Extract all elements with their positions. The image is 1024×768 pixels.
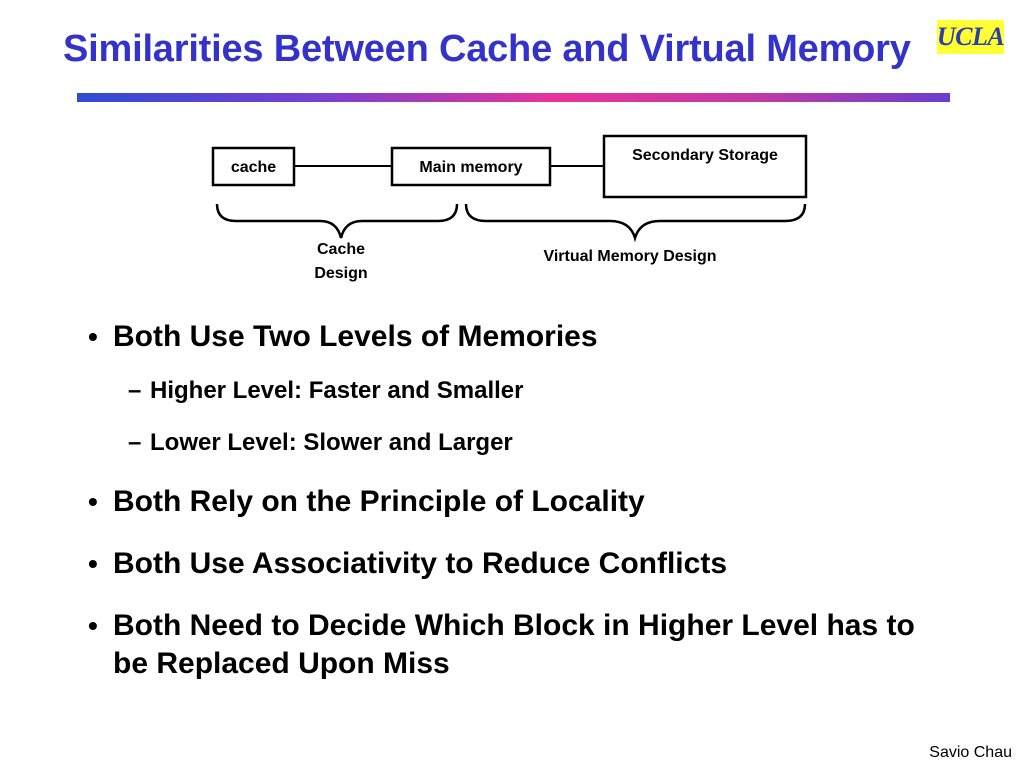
title-underline (77, 93, 950, 102)
sub-bullet-text: Lower Level: Slower and Larger (150, 429, 513, 456)
bullet-text: Both Use Two Levels of Memories (113, 320, 598, 353)
sub-bullet-item: – Lower Level: Slower and Larger (128, 428, 513, 458)
bullet-text: Both Use Associativity to Reduce Conflic… (113, 547, 728, 580)
memory-hierarchy-diagram: cache Main memory Secondary Storage Cach… (211, 134, 808, 282)
bullet-marker: • (88, 610, 98, 641)
bullet-text: Both Need to Decide Which Block in Highe… (113, 609, 915, 680)
bullet-marker: • (88, 486, 98, 517)
author-footer: Savio Chau (929, 744, 1012, 761)
ucla-logo: UCLA (937, 20, 1005, 54)
bullet-item: • Both Use Two Levels of Memories (88, 318, 943, 356)
cache-design-brace (215, 203, 459, 239)
virtual-memory-design-label: Virtual Memory Design (543, 248, 716, 265)
cache-design-label-line1: Cache (317, 241, 365, 258)
main-memory-box-label: Main memory (419, 159, 522, 176)
main-memory-box: Main memory (390, 146, 552, 187)
cache-box: cache (211, 146, 296, 187)
bullet-marker: • (88, 548, 98, 579)
bullet-text: Both Rely on the Principle of Locality (113, 485, 645, 518)
sub-bullet-item: – Higher Level: Faster and Smaller (128, 376, 523, 406)
secondary-storage-box: Secondary Storage (602, 134, 808, 199)
bullet-marker: • (88, 321, 98, 352)
sub-bullet-marker: – (128, 429, 142, 456)
cache-design-label-line2: Design (314, 265, 367, 282)
slide-title: Similarities Between Cache and Virtual M… (63, 28, 911, 70)
secondary-storage-box-label: Secondary Storage (632, 147, 778, 164)
bullet-item: • Both Use Associativity to Reduce Confl… (88, 545, 943, 583)
cache-box-label: cache (231, 159, 276, 176)
bullet-item: • Both Rely on the Principle of Locality (88, 483, 943, 521)
bullet-item: • Both Need to Decide Which Block in Hig… (88, 607, 943, 683)
virtual-memory-design-brace (464, 203, 807, 243)
sub-bullet-text: Higher Level: Faster and Smaller (150, 377, 524, 404)
sub-bullet-marker: – (128, 377, 142, 404)
